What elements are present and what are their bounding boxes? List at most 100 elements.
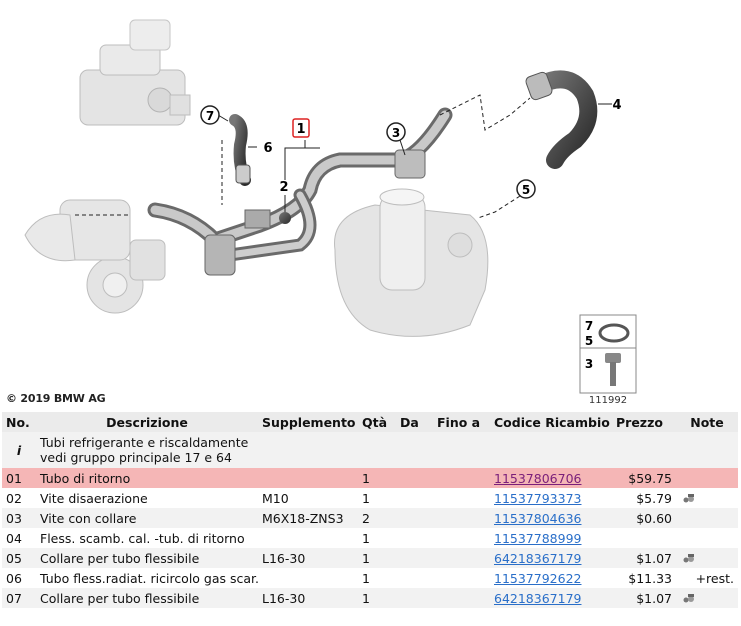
hose-6-clamp	[235, 164, 251, 184]
info-text: Tubi refrigerante e riscaldamente vedi g…	[36, 432, 738, 468]
cell-to	[433, 528, 490, 548]
cell-no: 07	[2, 588, 36, 608]
cell-qty: 2	[358, 508, 396, 528]
cell-price: $11.33	[628, 570, 672, 586]
col-header-price[interactable]: Prezzo	[612, 412, 676, 432]
table-row-04[interactable]: 04 Fless. scamb. cal. -tub. di ritorno 1…	[2, 528, 738, 548]
cell-notes: +rest.	[695, 570, 734, 586]
cell-supplement: M10	[262, 490, 289, 506]
part-code-link[interactable]: 11537804636	[494, 510, 582, 526]
svg-text:7: 7	[206, 109, 214, 123]
col-header-qty[interactable]: Qtà	[358, 412, 396, 432]
cell-qty: 1	[362, 570, 370, 586]
cell-description: Vite disaerazione	[40, 490, 148, 506]
cell-price: $1.07	[612, 548, 676, 568]
cell-notes	[676, 528, 738, 548]
cell-code: 11537788999	[490, 528, 612, 548]
cell-qty: 1	[358, 588, 396, 608]
parts-diagram: 1 2 3 4 5 6 7 7 5 3 111992	[24, 19, 637, 406]
info-line-1: Tubi refrigerante e riscaldamente	[40, 435, 249, 450]
callout-1[interactable]: 1	[292, 118, 310, 138]
col-header-description[interactable]: Descrizione	[36, 412, 258, 432]
callout-6[interactable]: 6	[263, 141, 272, 156]
svg-text:1: 1	[296, 122, 305, 137]
callout-2[interactable]: 2	[279, 180, 288, 195]
cart-icon[interactable]	[683, 491, 695, 506]
cell-supplement	[258, 468, 358, 488]
part-code-link[interactable]: 64218367179	[494, 590, 582, 606]
cell-from	[396, 548, 433, 568]
parts-table-container: No. Descrizione Supplemento Qtà Da Fino …	[2, 412, 738, 608]
cell-price: $1.07	[612, 588, 676, 608]
cell-no: 05	[2, 548, 36, 568]
cell-description: Fless. scamb. cal. -tub. di ritorno	[40, 530, 245, 546]
part-code-link[interactable]: 11537788999	[494, 530, 582, 546]
cell-supplement: M6X18-ZNS3	[258, 508, 358, 528]
leader-lines	[75, 94, 612, 219]
col-header-no[interactable]: No.	[2, 412, 36, 432]
table-header-row: No. Descrizione Supplemento Qtà Da Fino …	[2, 412, 738, 432]
copyright-notice: © 2019 BMW AG	[6, 392, 106, 405]
cell-notes	[676, 588, 738, 608]
oil-filter-housing-drawing	[334, 188, 489, 337]
cell-from	[396, 468, 433, 488]
cell-code: 11537793373	[490, 488, 612, 508]
cell-to	[433, 548, 490, 568]
svg-text:3: 3	[392, 126, 400, 140]
cell-price: $0.60	[612, 508, 676, 528]
cell-code: 11537804636	[490, 508, 612, 528]
part-code-link[interactable]: 11537806706	[494, 470, 582, 486]
cell-from	[396, 488, 433, 508]
cell-supplement: L16-30	[258, 548, 358, 568]
table-row-06[interactable]: 06 Tubo fless.radiat. ricircolo gas scar…	[2, 568, 738, 588]
return-pipe-drawing	[147, 107, 453, 276]
parts-legend-box: 7 5 3 111992	[579, 314, 637, 406]
image-number: 111992	[589, 395, 627, 406]
part-code-link[interactable]: 64218367179	[494, 550, 582, 566]
cell-to	[433, 508, 490, 528]
col-header-notes[interactable]: Note	[676, 412, 738, 432]
cell-supplement	[258, 568, 358, 588]
table-row-02[interactable]: 02 Vite disaerazione M10 1 11537793373 $…	[2, 488, 738, 508]
cell-qty: 1	[358, 548, 396, 568]
callout-7[interactable]: 7	[200, 105, 220, 125]
col-header-to[interactable]: Fino a	[433, 412, 490, 432]
cell-qty: 1	[358, 468, 396, 488]
part-code-link[interactable]: 11537792622	[494, 570, 582, 586]
svg-text:5: 5	[585, 334, 593, 348]
info-icon: i	[2, 432, 36, 468]
cell-notes	[676, 488, 738, 508]
hose-4-drawing	[531, 70, 598, 169]
egr-cooler-drawing	[79, 19, 191, 126]
callout-5[interactable]: 5	[516, 179, 536, 199]
cart-icon[interactable]	[683, 551, 695, 566]
water-pump-drawing	[24, 199, 166, 314]
part-code-link[interactable]: 11537793373	[494, 490, 582, 506]
callout-3[interactable]: 3	[386, 122, 406, 142]
table-row-07[interactable]: 07 Collare per tubo flessibile L16-30 1 …	[2, 588, 738, 608]
cell-description: Vite con collare	[36, 508, 258, 528]
cell-to	[433, 568, 490, 588]
cell-notes	[676, 548, 738, 568]
cart-icon[interactable]	[683, 591, 695, 606]
callout-4[interactable]: 4	[612, 98, 621, 113]
price-value: $5.79	[636, 490, 672, 506]
cell-code: 64218367179	[490, 588, 612, 608]
table-row-01[interactable]: 01 Tubo di ritorno 1 11537806706 $59.75	[2, 468, 738, 488]
svg-text:3: 3	[585, 357, 593, 371]
cell-code: 11537792622	[490, 568, 612, 588]
cell-from	[396, 508, 433, 528]
price-value: $1.07	[636, 550, 672, 566]
cell-code: 11537806706	[490, 468, 612, 488]
info-row: i Tubi refrigerante e riscaldamente vedi…	[2, 432, 738, 468]
price-value: $1.07	[636, 590, 672, 606]
cell-price: $59.75	[612, 468, 676, 488]
table-row-05[interactable]: 05 Collare per tubo flessibile L16-30 1 …	[2, 548, 738, 568]
col-header-supplement[interactable]: Supplemento	[258, 412, 358, 432]
cell-from	[396, 528, 433, 548]
cell-price: $5.79	[612, 488, 676, 508]
table-row-03[interactable]: 03 Vite con collare M6X18-ZNS3 2 1153780…	[2, 508, 738, 528]
col-header-code[interactable]: Codice Ricambio	[490, 412, 612, 432]
col-header-from[interactable]: Da	[396, 412, 433, 432]
cell-qty: 1	[362, 490, 370, 506]
